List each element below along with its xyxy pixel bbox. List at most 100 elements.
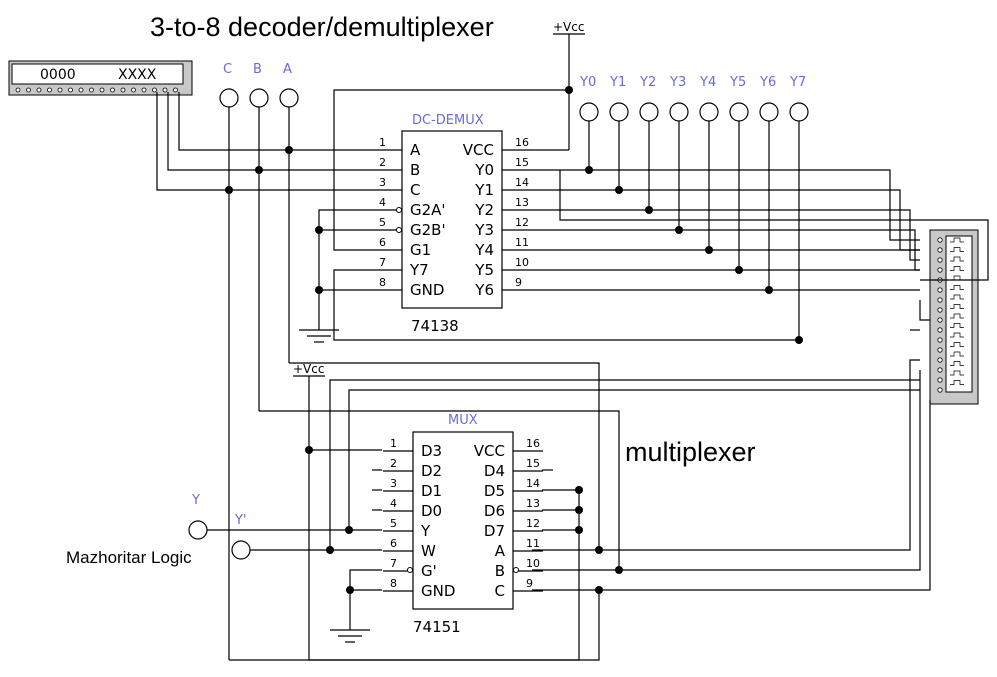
mux-part: 74151	[413, 618, 461, 636]
demux-part: 74138	[411, 317, 459, 335]
pin-number: 3	[390, 477, 397, 490]
pin-label: B	[410, 161, 420, 179]
logic-analyzer[interactable]	[929, 229, 979, 405]
output-probe	[609, 102, 629, 122]
word-generator-pin	[131, 87, 136, 93]
multiplexer-title: multiplexer	[625, 437, 756, 467]
logic-analyzer-pin	[937, 287, 943, 293]
word-generator-pin	[162, 87, 168, 93]
pin-label: G1	[410, 241, 431, 259]
pin-number: 3	[379, 176, 386, 189]
pin-number: 2	[390, 457, 397, 470]
pin-label: Y	[420, 522, 431, 540]
mux-chip	[412, 431, 514, 610]
demux-name: DC-DEMUX	[412, 113, 484, 128]
logic-analyzer-pin	[937, 357, 943, 363]
word-generator-pin	[110, 87, 115, 93]
pin-label: Y1	[474, 181, 494, 199]
mux-output-label-y: Y	[191, 493, 200, 508]
pin-number: 7	[379, 256, 386, 269]
pin-label: D2	[421, 462, 442, 480]
word-generator-pin	[26, 87, 31, 93]
mux-name: MUX	[448, 413, 478, 428]
pin-number: 1	[390, 437, 397, 450]
pin-label: G'	[421, 562, 437, 580]
logic-analyzer-pin	[937, 317, 943, 323]
pin-label: A	[495, 542, 506, 560]
pin-number: 14	[526, 477, 540, 490]
word-generator-pin	[36, 87, 42, 93]
word-generator-pin	[47, 87, 52, 93]
logic-analyzer-trace	[950, 323, 964, 328]
pin-number: 5	[379, 216, 386, 229]
pin-number: 16	[526, 437, 540, 450]
word-generator-right-value: XXXX	[118, 67, 157, 83]
output-probe-label: Y3	[669, 75, 686, 90]
pin-number: 8	[379, 276, 386, 289]
word-generator-pin	[78, 87, 84, 93]
output-probe-label: Y2	[639, 75, 656, 90]
pin-label: B	[495, 562, 505, 580]
logic-analyzer-trace	[950, 304, 964, 309]
pin-number: 12	[515, 216, 529, 229]
pin-number: 14	[515, 176, 529, 189]
pin-label: D4	[484, 462, 505, 480]
pin-label: Y3	[474, 221, 494, 239]
logic-analyzer-trace	[950, 237, 964, 243]
word-generator-pin	[152, 87, 157, 93]
word-generator[interactable]: 0000 XXXX	[8, 60, 193, 96]
logic-analyzer-trace	[950, 247, 964, 252]
pin-label: C	[495, 582, 505, 600]
mazhoritar-logic-label: Mazhoritar Logic	[66, 548, 192, 567]
logic-analyzer-trace	[950, 294, 964, 300]
probe-label-a: A	[283, 62, 292, 77]
pin-number: 16	[515, 136, 529, 149]
logic-analyzer-pin	[937, 307, 943, 313]
pin-number: 4	[379, 196, 386, 209]
output-probe	[669, 102, 689, 122]
pin-number: 4	[390, 497, 397, 510]
pin-label: W	[421, 542, 436, 560]
pin-label: D6	[484, 502, 505, 520]
pin-label: D5	[484, 482, 505, 500]
output-probe-label: Y5	[729, 75, 746, 90]
logic-analyzer-trace	[950, 380, 964, 385]
vcc-bottom-label: +Vcc	[293, 362, 324, 376]
output-probe	[729, 102, 749, 122]
output-probe	[639, 102, 659, 122]
output-probe	[699, 102, 719, 122]
pin-number: 8	[390, 577, 397, 590]
word-generator-pin	[99, 87, 105, 93]
pin-label: C	[410, 181, 420, 199]
logic-analyzer-trace	[950, 361, 964, 366]
pin-number: 13	[526, 497, 540, 510]
probe-b	[249, 88, 269, 108]
logic-analyzer-pin	[937, 377, 943, 383]
word-generator-pin	[120, 87, 126, 93]
pin-number: 10	[515, 256, 529, 269]
probe-a	[279, 88, 299, 108]
word-generator-pin	[15, 87, 21, 93]
word-generator-pin	[57, 87, 63, 93]
logic-analyzer-trace	[950, 256, 964, 262]
pin-label: VCC	[474, 442, 505, 460]
output-probe	[759, 102, 779, 122]
logic-analyzer-pin	[937, 337, 943, 343]
logic-analyzer-trace	[950, 342, 964, 347]
output-probe	[789, 102, 809, 122]
pin-label: D1	[421, 482, 442, 500]
pin-label: Y4	[474, 241, 494, 259]
pin-label: VCC	[463, 141, 494, 159]
probe-label-b: B	[253, 62, 262, 77]
mux-output-label-ybar: Y'	[234, 513, 247, 528]
logic-analyzer-trace	[950, 370, 964, 376]
pin-number: 6	[390, 537, 397, 550]
pin-label: G2A'	[410, 201, 446, 219]
logic-analyzer-pin	[937, 237, 943, 243]
logic-analyzer-trace	[950, 266, 964, 271]
word-generator-pin	[68, 87, 73, 93]
pin-number: 11	[526, 537, 540, 550]
pin-label: Y2	[474, 201, 494, 219]
pin-label: D0	[421, 502, 442, 520]
junctions	[225, 86, 803, 594]
